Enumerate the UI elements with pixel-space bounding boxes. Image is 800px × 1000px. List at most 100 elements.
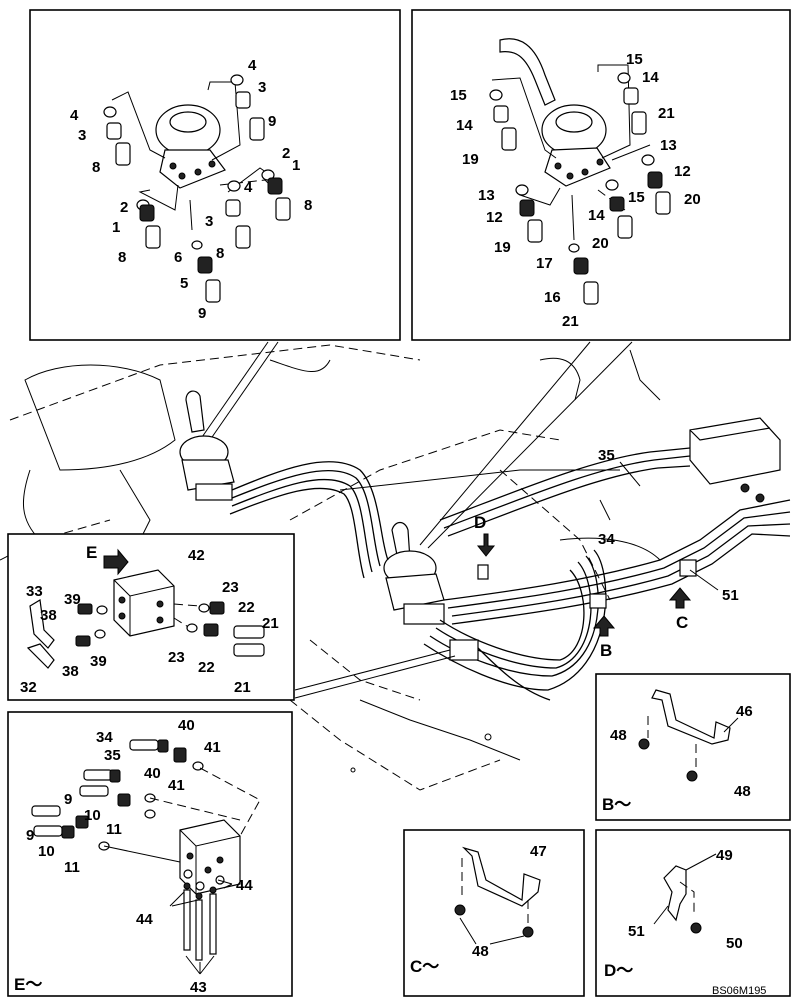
callout-e-2: 33: [26, 583, 43, 600]
bracket-47: [461, 846, 541, 907]
callout-e2-15: 43: [190, 979, 207, 996]
callout-e2-5: 40: [144, 765, 161, 782]
callout-e2-6: 9: [64, 791, 72, 808]
hose-bundle: [229, 447, 791, 701]
machine-floor-outline: [0, 344, 661, 791]
callout-tr-18: 21: [562, 313, 579, 330]
callout-tr-14: 19: [494, 239, 511, 256]
callout-e2-7: 41: [168, 777, 185, 794]
callout-main-1: 35: [598, 447, 615, 464]
callout-d-3: 50: [726, 935, 743, 952]
e-fittings: [31, 739, 261, 961]
callout-e-13: 38: [62, 663, 79, 680]
callout-c-1: 47: [530, 843, 547, 860]
callout-e-8: 21: [262, 615, 279, 632]
detail-view-b: 46 48 48 B～: [595, 673, 791, 821]
callout-e2-4: 41: [204, 739, 221, 756]
callout-main-6: B: [600, 641, 612, 660]
pilot-valve-right: [499, 38, 611, 187]
detail-view-e-manifold: 34 40 35 41 40 9 41 10 11 9 10 11 44 44 …: [7, 711, 293, 997]
callout-tl-14: 8: [118, 249, 126, 266]
callout-tl-18: 9: [198, 305, 206, 322]
clamp-c: [679, 559, 697, 577]
drawing-code: BS06M195: [712, 985, 766, 997]
detail-e-fittings: [26, 599, 265, 669]
fitting-set-left: [103, 74, 291, 303]
callout-e-6: 23: [222, 579, 239, 596]
arrow-b: [592, 615, 616, 637]
callout-main-5: C: [676, 613, 688, 632]
clamp-49: [663, 865, 687, 922]
callout-e-5: 39: [90, 653, 107, 670]
callout-tr-10: 15: [628, 189, 645, 206]
callout-d-2: 51: [628, 923, 645, 940]
callout-tl-17: 5: [180, 275, 188, 292]
callout-main-2: 34: [598, 531, 615, 548]
callout-e-1: 42: [188, 547, 205, 564]
callout-e2-2: 40: [178, 717, 195, 734]
detail-view-e-block: E 42 33 39 38 39 23 22 21 2: [7, 533, 295, 701]
callout-tr-5: 21: [658, 105, 675, 122]
callout-e-12: 32: [20, 679, 37, 696]
clamp-d: [477, 564, 489, 580]
callout-e2-8: 10: [84, 807, 101, 824]
callout-e-10: 22: [198, 659, 215, 676]
detail-view-left-control-valve: 4 3 4 3 9 8 2 1 2 1 4 3 8 8 8 6 5 9: [29, 9, 401, 341]
callout-tr-9: 13: [478, 187, 495, 204]
callout-tr-13: 14: [588, 207, 605, 224]
view-title-d: D～: [604, 961, 633, 980]
callout-c-2: 48: [472, 943, 489, 960]
callout-tr-7: 19: [462, 151, 479, 168]
control-valve-block: [689, 417, 781, 503]
callout-e-3: 39: [64, 591, 81, 608]
callout-tl-13: 8: [304, 197, 312, 214]
view-title-b: B～: [602, 795, 631, 814]
main-assembly: 35 34 D 51 C B: [179, 390, 791, 701]
callout-tr-8: 12: [674, 163, 691, 180]
callout-tr-2: 14: [642, 69, 659, 86]
callout-tl-12: 3: [205, 213, 213, 230]
leader-left-view-2: [209, 341, 279, 441]
pilot-valve-left: [155, 104, 226, 189]
arrow-d: [476, 533, 496, 557]
arrow-e: [103, 548, 129, 576]
callout-tl-1: 4: [248, 57, 257, 74]
leader-right-view: [419, 341, 591, 546]
callout-main-4: 51: [722, 587, 739, 604]
callout-e2-12: 11: [64, 859, 80, 876]
callout-e-9: 23: [168, 649, 185, 666]
view-title-e2: E～: [14, 975, 42, 994]
callout-tr-12: 20: [684, 191, 701, 208]
callout-e-7: 22: [238, 599, 255, 616]
leader-left-view: [199, 341, 269, 441]
leader-right-view-2: [427, 341, 633, 549]
callout-tr-16: 17: [536, 255, 553, 272]
callout-tl-15: 8: [216, 245, 224, 262]
callout-tr-3: 15: [450, 87, 467, 104]
callout-tl-8: 1: [292, 157, 300, 174]
callout-tl-6: 8: [92, 159, 100, 176]
callout-tl-2: 3: [258, 79, 266, 96]
callout-e2-9: 11: [106, 821, 122, 838]
callout-b-1: 46: [736, 703, 753, 720]
fitting-set-right: [489, 72, 671, 305]
callout-tl-5: 9: [268, 113, 276, 130]
clamp-b: [589, 593, 607, 609]
callout-e2-3: 35: [104, 747, 121, 764]
callout-tl-10: 1: [112, 219, 120, 236]
detail-view-right-control-valve: 15 14 15 14 21 13 19 12 13 15 12 20 14 1…: [411, 9, 791, 341]
callout-tl-7: 2: [282, 145, 290, 162]
callout-b-2: 48: [610, 727, 627, 744]
callout-tl-16: 6: [174, 249, 182, 266]
manifold-block: [113, 569, 175, 637]
callout-tl-11: 4: [244, 179, 253, 196]
callout-e2-1: 34: [96, 729, 113, 746]
callout-tr-1: 15: [626, 51, 643, 68]
detail-view-d: 49 51 50 D～: [595, 829, 791, 997]
callout-main-3: D: [474, 513, 486, 532]
bracket-46: [651, 689, 731, 745]
callout-tr-17: 16: [544, 289, 561, 306]
callout-tl-9: 2: [120, 199, 128, 216]
detail-view-c: 47 48 C～: [403, 829, 585, 997]
